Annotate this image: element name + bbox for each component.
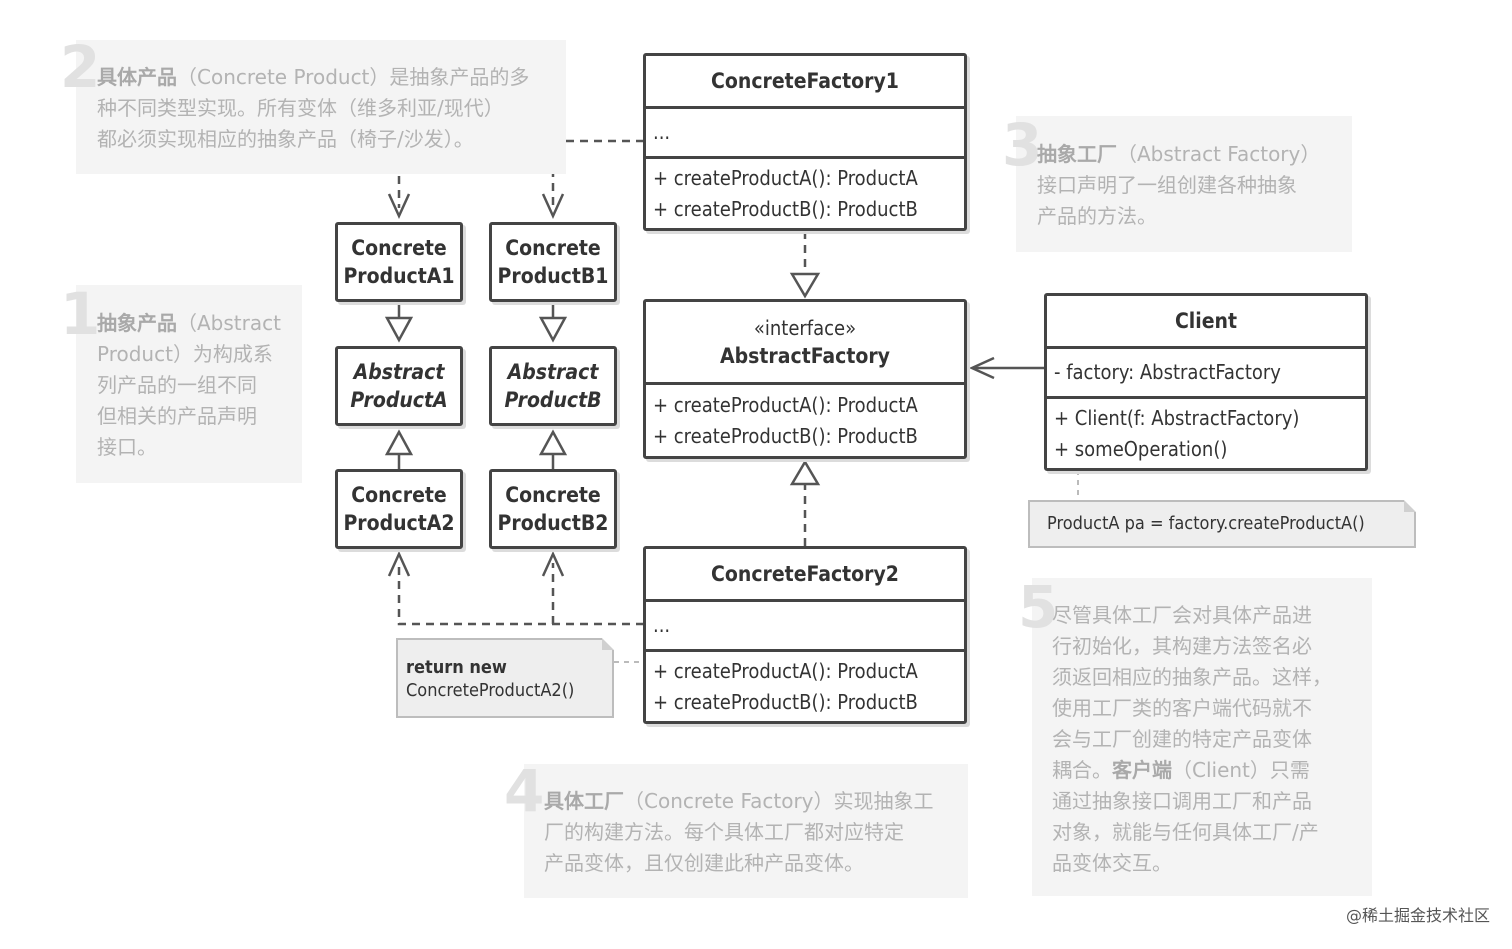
note-keyword: return new	[406, 657, 507, 678]
arrowhead-cpa1	[387, 193, 411, 220]
annotation-line: 品变体交互。	[1052, 851, 1172, 875]
concrete-factory-2-class[interactable]: ConcreteFactory2 ... + createProductA():…	[643, 546, 967, 724]
client-code-note: ProductA pa = factory.createProductA()	[1028, 500, 1416, 548]
cf2-to-cpa2-line	[397, 563, 644, 626]
annotation-line: 厂的构建方法。每个具体工厂都对应特定	[544, 820, 904, 844]
triangle-cpb2-to-apb	[538, 429, 568, 456]
class-title-line: Concrete	[505, 483, 601, 507]
annotation-line: 列产品的一组不同	[97, 373, 257, 397]
class-title-line: Concrete	[505, 236, 601, 260]
class-title-line: ProductB	[504, 388, 602, 412]
annotation-line: 耦合。	[1052, 758, 1112, 782]
abstract-factory-interface[interactable]: «interface» AbstractFactory + createProd…	[643, 299, 967, 459]
triangle-cf2-to-af	[789, 459, 821, 486]
annotation-line: 行初始化，其构建方法签名必	[1052, 634, 1312, 658]
note-fold-corner	[602, 638, 614, 650]
annotation-line: （Abstract Factory）	[1117, 142, 1321, 166]
annotation-line: （Abstract	[177, 311, 281, 335]
class-fields: - factory: AbstractFactory	[1054, 360, 1281, 384]
class-title-line: ProductA2	[343, 511, 455, 535]
annotation-number: 1	[60, 280, 101, 348]
annotation-line: 须返回相应的抽象产品。这样，	[1052, 665, 1332, 689]
class-method: + createProductA(): ProductA	[653, 392, 918, 417]
annotation-line: 会与工厂创建的特定产品变体	[1052, 727, 1312, 751]
class-title-line: Concrete	[351, 236, 447, 260]
factory-return-note: return new ConcreteProductA2()	[396, 638, 614, 718]
annotation-concrete-factory: 4 具体工厂（Concrete Factory）实现抽象工 厂的构建方法。每个具…	[504, 762, 968, 898]
annotation-term: 具体工厂	[544, 789, 624, 813]
class-method: + Client(f: AbstractFactory)	[1054, 405, 1300, 430]
annotation-term: 具体产品	[97, 65, 177, 89]
annotation-term: 抽象工厂	[1037, 142, 1117, 166]
annotation-line: 种不同类型实现。所有变体（维多利亚/现代）	[97, 96, 504, 120]
client-class[interactable]: Client - factory: AbstractFactory + Clie…	[1044, 293, 1368, 471]
concrete-factory-1-class[interactable]: ConcreteFactory1 ... + createProductA():…	[643, 53, 967, 231]
annotation-number: 3	[1002, 111, 1043, 179]
class-title: Client	[1174, 309, 1238, 333]
class-method: + createProductB(): ProductB	[653, 196, 918, 221]
arrowhead-cpb2	[541, 550, 565, 577]
class-fields: ...	[653, 120, 671, 144]
annotation-term: 抽象产品	[97, 311, 177, 335]
annotation-abstract-factory: 3 抽象工厂（Abstract Factory） 接口声明了一组创建各种抽象 产…	[1002, 116, 1352, 252]
annotation-line: 但相关的产品声明	[97, 404, 257, 428]
class-title-line: Abstract	[353, 360, 445, 384]
class-title-line: ProductA	[350, 388, 448, 412]
annotation-concrete-product: 2 具体产品（Concrete Product）是抽象产品的多 种不同类型实现。…	[60, 38, 566, 174]
annotation-number: 4	[504, 757, 545, 825]
client-association-arrowhead	[968, 356, 995, 380]
class-title-line: Abstract	[507, 360, 599, 384]
class-title-line: ProductA1	[343, 264, 455, 288]
class-title: ConcreteFactory2	[711, 562, 899, 586]
class-method: + createProductB(): ProductB	[653, 689, 918, 714]
class-method: + createProductA(): ProductA	[653, 658, 918, 683]
note-fold-corner	[1404, 500, 1416, 512]
annotation-number: 5	[1018, 573, 1059, 641]
note-text: ProductA pa = factory.createProductA()	[1047, 513, 1365, 534]
class-fields: ...	[653, 613, 671, 637]
annotation-line: （Concrete Factory）实现抽象工	[624, 789, 934, 813]
arrowhead-cpa2	[387, 550, 411, 577]
triangle-cpa1-to-apa	[384, 316, 414, 343]
triangle-cpb1-to-apb	[538, 316, 568, 343]
annotation-line: 使用工厂类的客户端代码就不	[1052, 696, 1312, 720]
class-method: + createProductB(): ProductB	[653, 423, 918, 448]
triangle-cpa2-to-apa	[384, 429, 414, 456]
annotation-term: 客户端	[1112, 758, 1172, 782]
annotation-line: （Concrete Product）是抽象产品的多	[177, 65, 530, 89]
class-stereotype: «interface»	[753, 316, 857, 340]
note-text: ConcreteProductA2()	[406, 680, 575, 701]
arrowhead-cpb1	[541, 193, 565, 220]
annotation-line: 尽管具体工厂会对具体产品进	[1052, 603, 1312, 627]
annotation-client: 5 尽管具体工厂会对具体产品进 行初始化，其构建方法签名必 须返回相应的抽象产品…	[1018, 578, 1372, 896]
annotation-line: 产品的方法。	[1037, 204, 1157, 228]
annotation-line: 接口声明了一组创建各种抽象	[1037, 173, 1297, 197]
class-title-line: ProductB2	[497, 511, 609, 535]
annotation-line: 产品变体，且仅创建此种产品变体。	[544, 851, 864, 875]
annotation-line: 对象，就能与任何具体工厂/产	[1052, 820, 1319, 844]
class-method: + createProductA(): ProductA	[653, 165, 918, 190]
annotation-line: （Client）只需	[1172, 758, 1310, 782]
class-title-line: Concrete	[351, 483, 447, 507]
class-title: ConcreteFactory1	[711, 69, 899, 93]
annotation-line: 都必须实现相应的抽象产品（椅子/沙发）。	[97, 127, 474, 151]
annotation-line: 接口。	[97, 435, 157, 459]
watermark: @稀土掘金技术社区	[1345, 906, 1490, 925]
class-method: + someOperation()	[1054, 436, 1228, 461]
class-title: AbstractFactory	[720, 344, 890, 368]
annotation-line: 通过抽象接口调用工厂和产品	[1052, 789, 1312, 813]
class-title-line: ProductB1	[497, 264, 609, 288]
triangle-cf1-to-af	[789, 272, 821, 299]
annotation-line: Product）为构成系	[97, 342, 273, 366]
annotation-number: 2	[60, 33, 101, 101]
annotation-abstract-product: 1 抽象产品（Abstract Product）为构成系 列产品的一组不同 但相…	[60, 285, 302, 483]
